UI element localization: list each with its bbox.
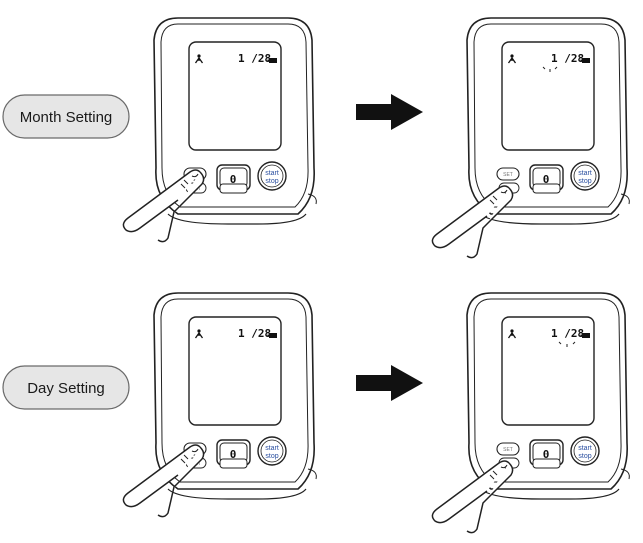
set-button-label: SET bbox=[503, 172, 513, 178]
lcd-date: 1 /28 bbox=[238, 52, 271, 65]
blink-marks-month bbox=[542, 66, 558, 72]
step-month-setting: Month Setting 1 /28 0 start stop SET 1 /… bbox=[2, 17, 631, 259]
step-label-pill: Day Setting bbox=[2, 365, 130, 410]
start-label: start bbox=[265, 170, 279, 177]
device-after: 1 /28 0 start stop SET bbox=[431, 17, 631, 259]
blink-marks-day bbox=[558, 341, 576, 347]
right-arrow-icon bbox=[356, 94, 423, 130]
step-label-pill: Month Setting bbox=[2, 94, 130, 139]
lcd-date: 1 /28 bbox=[551, 327, 584, 340]
step-day-setting: Day Setting 1 /28 0 start stop SET 1 /28 bbox=[2, 292, 631, 534]
device-after: 1 /28 0 start stop SET bbox=[431, 292, 631, 534]
step-label: Month Setting bbox=[20, 109, 113, 126]
step-label: Day Setting bbox=[27, 380, 105, 397]
mode-button-label: 0 bbox=[230, 448, 237, 461]
lcd-date: 1 /28 bbox=[551, 52, 584, 65]
mode-button-label: 0 bbox=[543, 173, 550, 186]
device-before: 1 /28 0 start stop SET bbox=[122, 292, 318, 518]
mode-button-label: 0 bbox=[230, 173, 237, 186]
start-label: start bbox=[265, 445, 279, 452]
start-label: start bbox=[578, 445, 592, 452]
mode-button-label: 0 bbox=[543, 448, 550, 461]
start-label: start bbox=[578, 170, 592, 177]
right-arrow-icon bbox=[356, 365, 423, 401]
set-button-label: SET bbox=[503, 447, 513, 453]
stop-label: stop bbox=[265, 453, 278, 460]
lcd-date: 1 /28 bbox=[238, 327, 271, 340]
stop-label: stop bbox=[578, 178, 591, 185]
stop-label: stop bbox=[578, 453, 591, 460]
stop-label: stop bbox=[265, 178, 278, 185]
device-before: 1 /28 0 start stop SET bbox=[122, 17, 318, 243]
